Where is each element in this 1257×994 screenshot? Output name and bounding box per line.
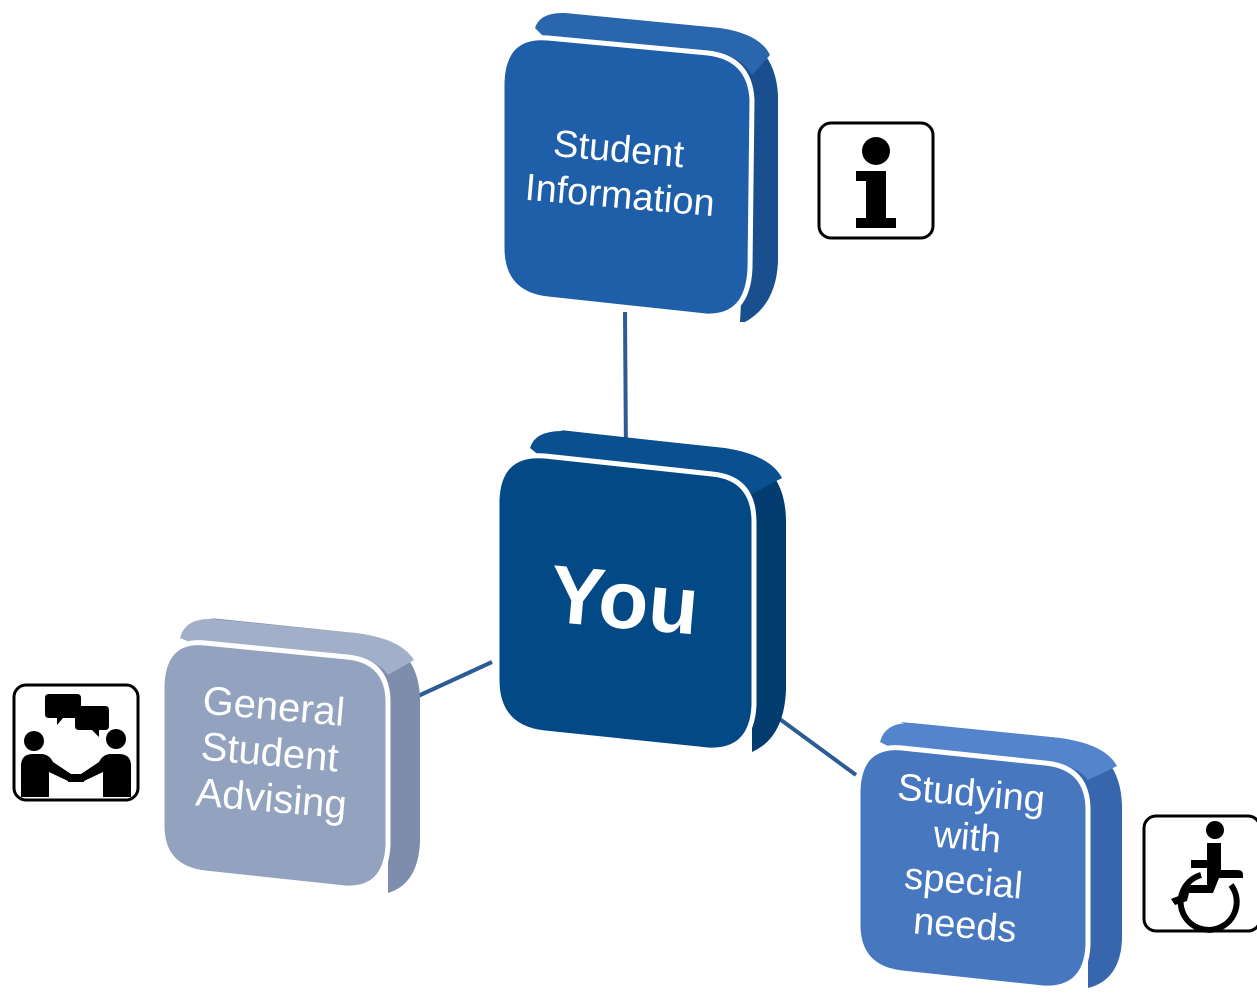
cube-side bbox=[560, 14, 778, 322]
cube-face bbox=[494, 453, 757, 753]
cube-side bbox=[560, 430, 786, 752]
cube-top bbox=[880, 722, 1117, 780]
node-label: Student Information bbox=[523, 121, 720, 225]
node-you[interactable]: You bbox=[494, 430, 786, 753]
cube-side bbox=[210, 618, 420, 893]
person-right-head bbox=[106, 729, 126, 749]
wheelchair-head bbox=[1206, 821, 1224, 839]
node-student-information[interactable]: Student Information bbox=[499, 12, 778, 322]
information-icon[interactable] bbox=[817, 121, 935, 240]
conversation-icon[interactable] bbox=[12, 683, 140, 802]
cube-face bbox=[499, 35, 755, 319]
person-left-body bbox=[21, 754, 71, 797]
node-label: General Student Advising bbox=[193, 679, 358, 828]
handshake bbox=[68, 774, 84, 782]
cube-face bbox=[159, 640, 391, 891]
wheelchair-arm bbox=[1191, 860, 1207, 868]
person-left-head bbox=[24, 731, 44, 751]
cube-top bbox=[535, 12, 770, 75]
person-right-body bbox=[81, 754, 131, 797]
center-label: You bbox=[546, 549, 702, 653]
wheelchair-icon[interactable] bbox=[1142, 814, 1257, 933]
cube-top bbox=[180, 618, 414, 675]
speech-bubble-right-inner bbox=[79, 710, 105, 726]
speech-bubble-left bbox=[45, 694, 81, 725]
wheelchair-body bbox=[1171, 843, 1243, 905]
cube-top bbox=[530, 430, 782, 494]
cube-side bbox=[900, 722, 1122, 988]
info-dot bbox=[862, 137, 890, 165]
connector-information bbox=[623, 311, 628, 461]
info-stem bbox=[856, 171, 896, 228]
node-general-student-advising[interactable]: General Student Advising bbox=[159, 618, 420, 893]
wheelchair-wheel bbox=[1177, 872, 1240, 933]
cube-face bbox=[855, 745, 1091, 991]
node-studying-with-special-needs[interactable]: Studying with special needs bbox=[855, 722, 1122, 991]
